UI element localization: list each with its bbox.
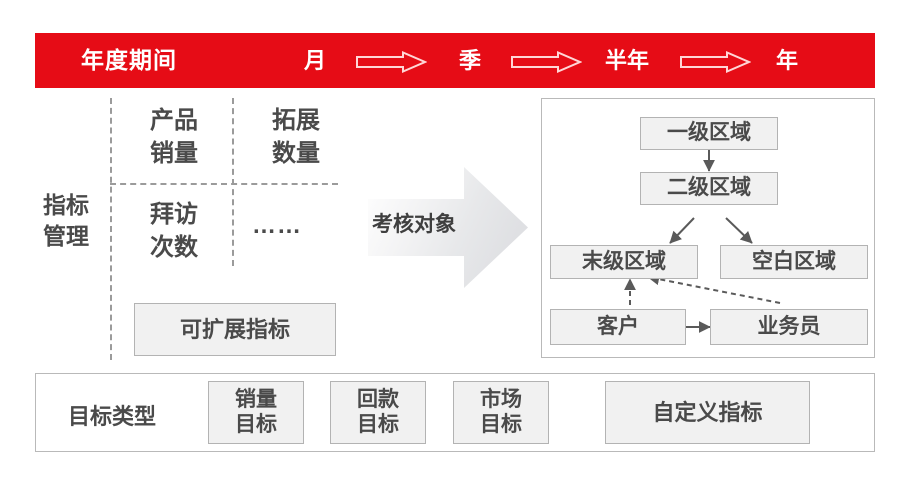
banner-step-quarter: 季 [458, 48, 481, 73]
extensible-metric-box[interactable]: 可扩展指标 [134, 303, 336, 356]
node-level-1-region[interactable]: 一级区域 [640, 117, 778, 150]
metric-cell-ellipsis: …… [252, 212, 302, 239]
node-level-2-region[interactable]: 二级区域 [640, 172, 778, 205]
node-last-level-region[interactable]: 末级区域 [550, 245, 698, 279]
banner-step-month: 月 [303, 48, 326, 73]
metrics-divider-vertical-1 [110, 98, 112, 360]
goal-market-box[interactable]: 市场 目标 [453, 381, 549, 444]
annual-period-banner: 年度期间 月 季 半年 年 [35, 33, 875, 88]
metrics-divider-horizontal [110, 183, 338, 185]
goal-sales-box[interactable]: 销量 目标 [208, 381, 304, 444]
metric-cell-expansion-count: 拓展 数量 [272, 107, 320, 167]
goal-type-label: 目标类型 [68, 404, 157, 429]
right-arrow-outline-icon-1 [355, 51, 427, 73]
assessment-target-label: 考核对象 [372, 213, 456, 236]
node-customer[interactable]: 客户 [550, 309, 686, 345]
node-blank-region[interactable]: 空白区域 [720, 245, 868, 279]
banner-step-year: 年 [775, 48, 798, 73]
metric-cell-product-sales: 产品 销量 [150, 107, 198, 167]
org-hierarchy-panel: 一级区域 二级区域 末级区域 空白区域 客户 业务员 [541, 98, 875, 358]
banner-title: 年度期间 [81, 47, 177, 73]
metric-cell-visit-count: 拜访 次数 [150, 201, 198, 261]
metrics-divider-vertical-2 [232, 98, 234, 266]
big-right-arrow-icon [368, 165, 528, 290]
goal-payment-box[interactable]: 回款 目标 [330, 381, 426, 444]
right-arrow-outline-icon-2 [510, 51, 582, 73]
node-salesperson[interactable]: 业务员 [710, 309, 868, 345]
metrics-section-label: 指标 管理 [43, 192, 89, 249]
goal-custom-box[interactable]: 自定义指标 [605, 381, 810, 444]
banner-step-halfyear: 半年 [604, 48, 649, 73]
right-arrow-outline-icon-3 [679, 51, 751, 73]
